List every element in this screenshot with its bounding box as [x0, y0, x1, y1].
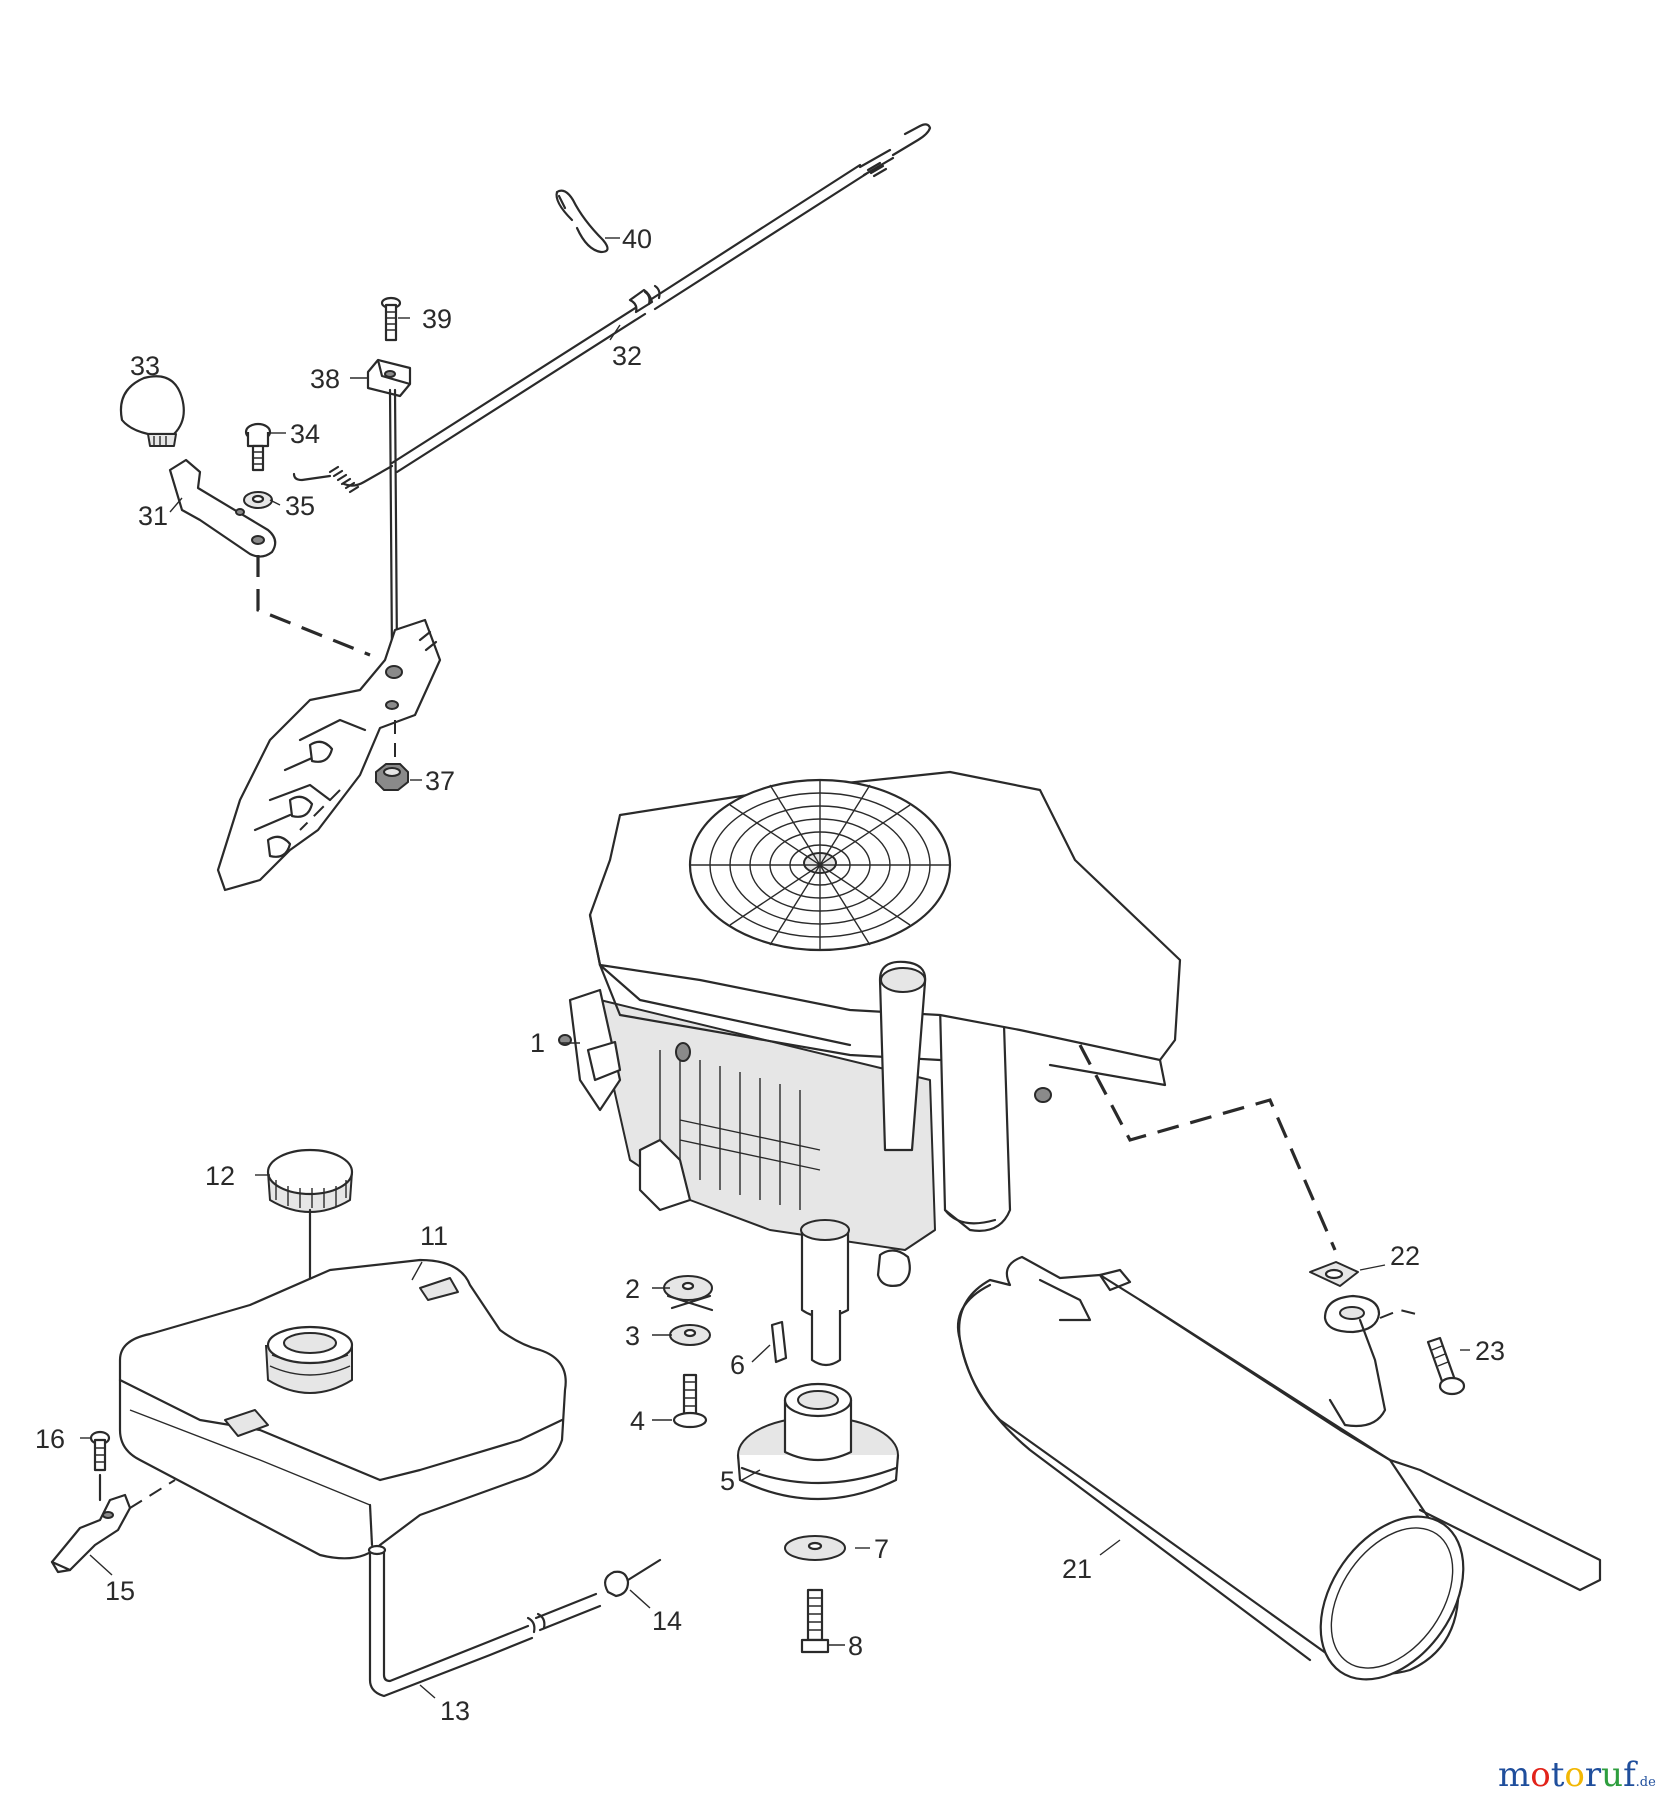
callout-6: 6 [730, 1350, 745, 1380]
wm-suffix: .de [1636, 1775, 1656, 1790]
bolt-8 [800, 1588, 830, 1654]
callout-32: 32 [612, 341, 642, 371]
leader-lines [80, 237, 1470, 1699]
washer-2 [663, 1275, 713, 1301]
throttle-bracket [216, 618, 442, 892]
wm-letter-3: t [1551, 1755, 1565, 1795]
fuel-cap-12 [266, 1148, 354, 1213]
throttle-lever-31 [168, 458, 277, 558]
callout-labels: 1 2 3 4 5 6 7 8 11 12 13 14 15 16 21 22 … [35, 224, 1505, 1726]
wm-letter-6: u [1601, 1755, 1623, 1795]
callout-2: 2 [625, 1274, 640, 1304]
engine-1 [558, 770, 1182, 1367]
callout-38: 38 [310, 364, 340, 394]
bolt-23-line [1379, 1308, 1421, 1319]
callout-23: 23 [1475, 1336, 1505, 1366]
nut-37 [375, 763, 409, 791]
throttle-cable [292, 123, 932, 494]
callout-8: 8 [848, 1631, 863, 1661]
fuel-fitting-14 [603, 1558, 662, 1598]
bracket-assembly-line [299, 789, 341, 831]
fuel-tank-11 [118, 1258, 567, 1560]
motoruf-watermark: motoruf.de [1498, 1755, 1656, 1795]
key-6 [770, 1320, 788, 1364]
callout-15: 15 [105, 1576, 135, 1606]
callout-21: 21 [1062, 1554, 1092, 1584]
callout-14: 14 [652, 1606, 682, 1636]
wm-letter-7: f [1623, 1755, 1638, 1795]
callout-3: 3 [625, 1321, 640, 1351]
pulley-5 [736, 1382, 900, 1500]
callout-12: 12 [205, 1161, 235, 1191]
cable-tie [555, 189, 609, 254]
washer-2-mark [666, 1294, 714, 1312]
bolt-39 [380, 296, 402, 342]
gasket-22 [1309, 1261, 1359, 1287]
screw-16 [89, 1430, 111, 1472]
bolt-4 [672, 1373, 708, 1429]
linkage-rod-edge [393, 388, 399, 657]
wm-letter-1: m [1498, 1755, 1530, 1795]
washer-35 [243, 491, 273, 509]
callout-22: 22 [1390, 1241, 1420, 1271]
flange-22 [1323, 1294, 1381, 1334]
bolt-23 [1426, 1336, 1466, 1396]
callout-39: 39 [422, 304, 452, 334]
strap-assembly-line [129, 1479, 176, 1509]
wm-letter-4: o [1564, 1755, 1584, 1795]
lever-knob-33 [119, 375, 185, 447]
callout-4: 4 [630, 1406, 645, 1436]
cable-clamp-38 [366, 358, 412, 398]
callout-40: 40 [622, 224, 652, 254]
muffler-21 [956, 1255, 1602, 1681]
screw-34 [244, 422, 272, 472]
callout-33: 33 [130, 351, 160, 381]
callout-13: 13 [440, 1696, 470, 1726]
callout-16: 16 [35, 1424, 65, 1454]
fuel-line-13 [367, 1544, 602, 1698]
callout-7: 7 [874, 1534, 889, 1564]
linkage-rod [388, 388, 394, 657]
lever-assembly-line [256, 555, 371, 657]
washer-7 [784, 1535, 846, 1561]
callout-31: 31 [138, 501, 168, 531]
wm-letter-5: r [1585, 1755, 1602, 1795]
tank-strap-15 [50, 1493, 132, 1574]
callout-5: 5 [720, 1466, 735, 1496]
callout-37: 37 [425, 766, 455, 796]
muffler-assembly-line [1078, 1044, 1337, 1251]
callout-35: 35 [285, 491, 315, 521]
wm-letter-2: o [1530, 1755, 1550, 1795]
callout-1: 1 [530, 1028, 545, 1058]
callout-11: 11 [420, 1221, 448, 1251]
callout-34: 34 [290, 419, 320, 449]
washer-3 [669, 1324, 711, 1346]
